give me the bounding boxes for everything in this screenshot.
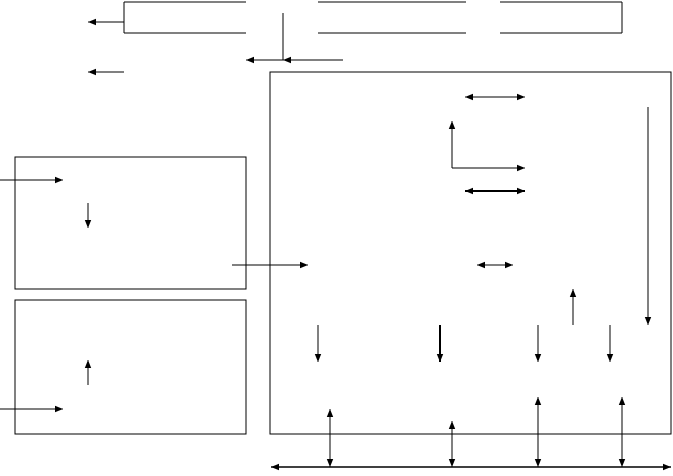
left-box-lower xyxy=(14,299,247,435)
main-box xyxy=(269,71,672,435)
left-box-upper xyxy=(14,156,247,290)
